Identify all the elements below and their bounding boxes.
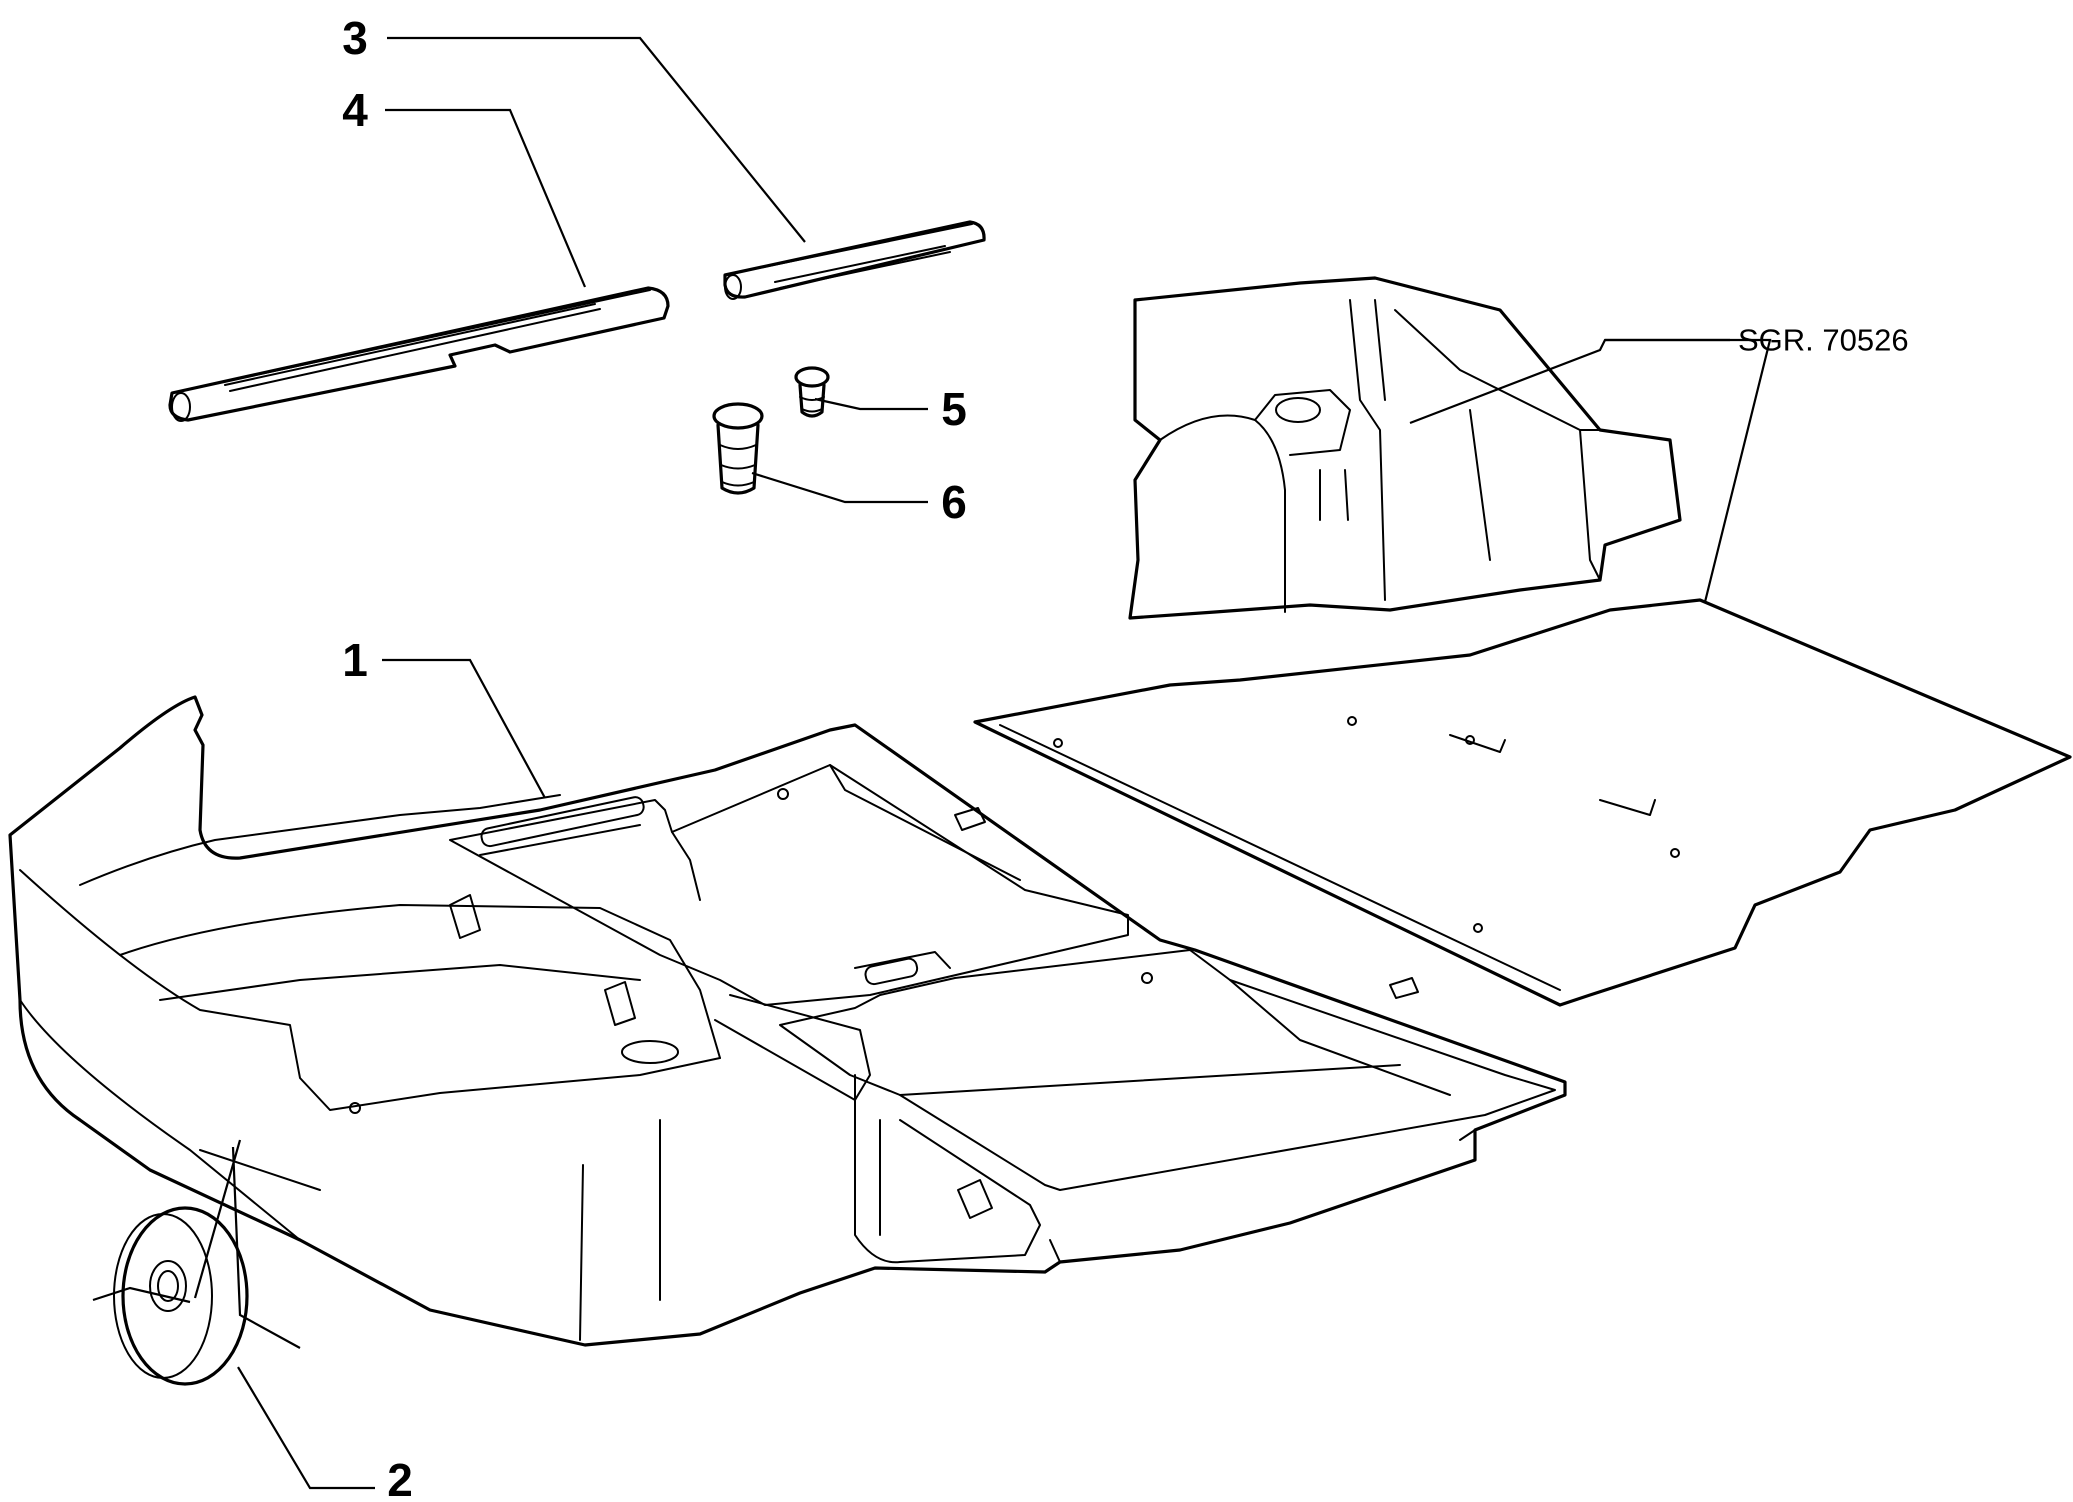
part-1-luggage-tray bbox=[8, 695, 1567, 1347]
part-2-round-plug bbox=[113, 1206, 249, 1386]
callout-label-4: 4 bbox=[342, 84, 368, 136]
reference-code: SGR. 70526 bbox=[1738, 323, 1909, 358]
part-4-long-trim-strip bbox=[168, 286, 670, 422]
reference-body-panel bbox=[1128, 276, 1682, 620]
callout-label-6: 6 bbox=[941, 476, 967, 528]
leader-lines bbox=[92, 36, 1772, 1490]
part-3-short-trim-strip bbox=[723, 220, 986, 300]
reference-floor-mat bbox=[973, 598, 2072, 1007]
part-5-small-clip bbox=[794, 366, 830, 418]
callout-label-3: 3 bbox=[342, 12, 368, 64]
part-6-large-clip bbox=[712, 402, 764, 495]
callout-label-2: 2 bbox=[387, 1454, 413, 1502]
callout-label-1: 1 bbox=[342, 634, 368, 686]
callout-label-5: 5 bbox=[941, 383, 967, 435]
